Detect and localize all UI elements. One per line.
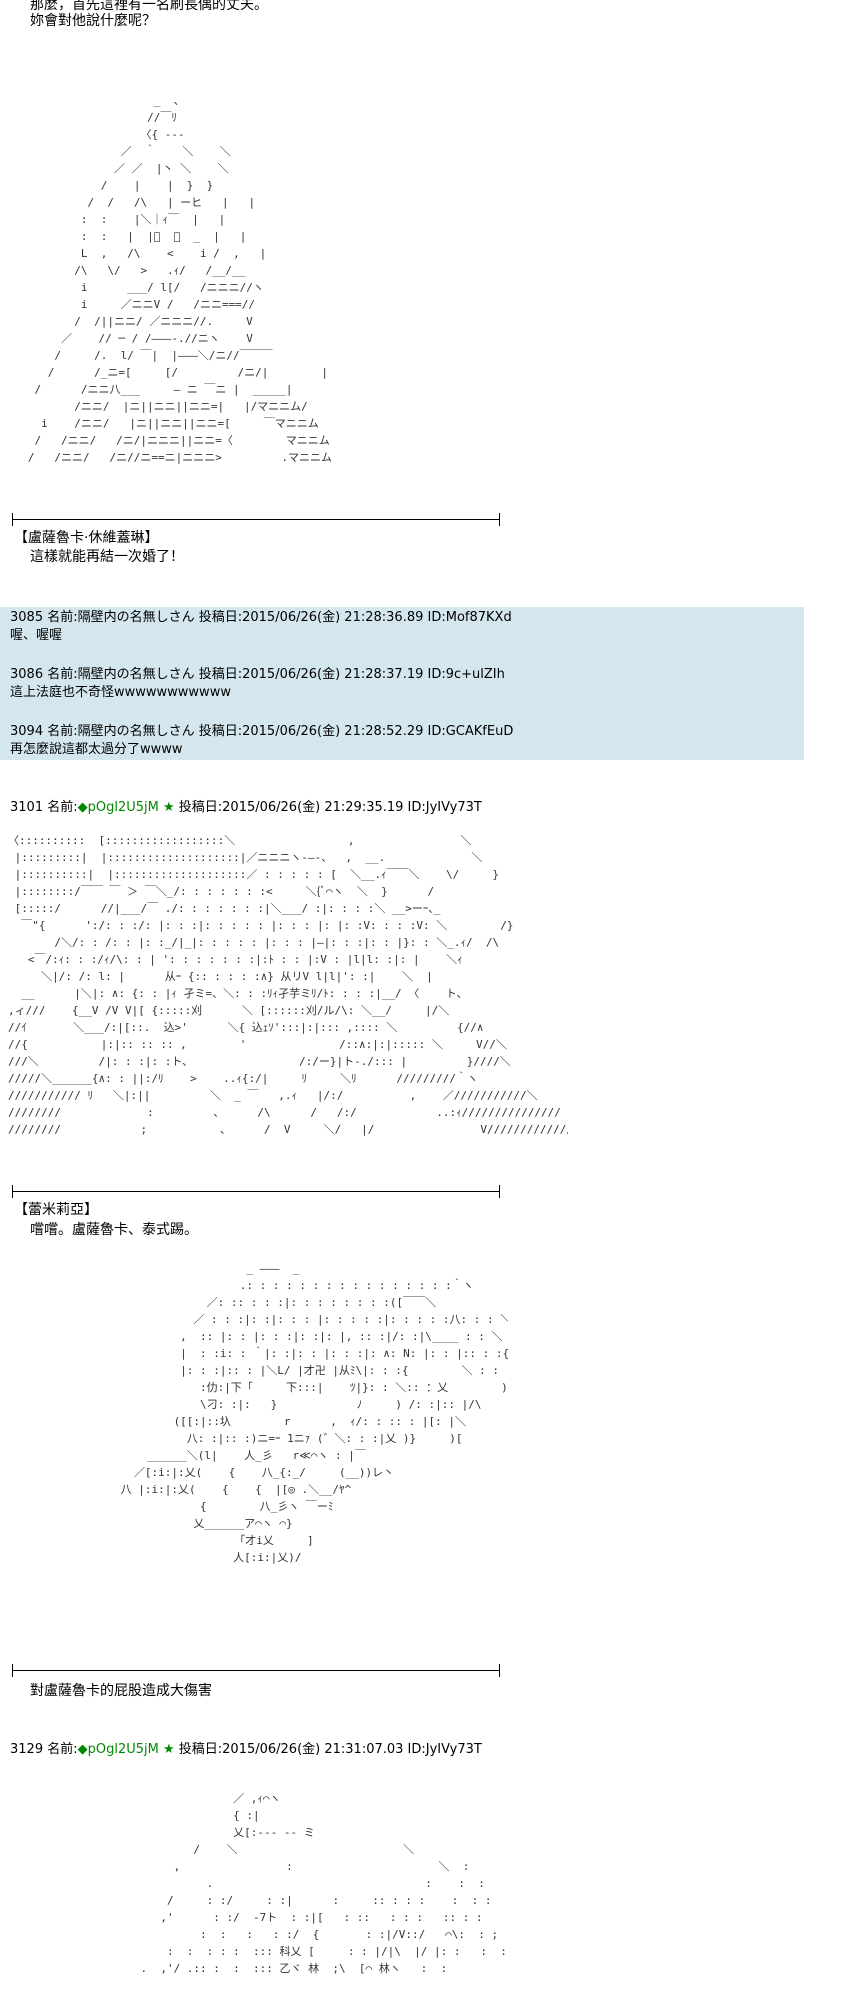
post-body-3094: 再怎麼說這都太過分了wwww [10, 742, 183, 757]
dialogue-line-2: 嚐嚐。盧薩魯卡、泰式踢。 [30, 1222, 198, 1238]
post-header-3101: 3101 名前:◆pOgl2U5jM ★ 投稿日:2015/06/26(金) 2… [10, 800, 482, 815]
divider-3 [12, 1664, 500, 1677]
post-header-3094: 3094 名前:隔壁内の名無しさん 投稿日:2015/06/26(金) 21:2… [10, 724, 514, 739]
ascii-art-bottom: ／ ,ｨ⌒ヽ { :| 乂[:--- -- ミ / ＼ ＼ , : [140, 1792, 507, 1975]
post-header-3085: 3085 名前:隔壁内の名無しさん 投稿日:2015/06/26(金) 21:2… [10, 610, 512, 625]
post-header-3129: 3129 名前:◆pOgl2U5jM ★ 投稿日:2015/06/26(金) 2… [10, 1742, 482, 1757]
post-body-3086: 這上法庭也不奇怪wwwwwwwwwww [10, 685, 231, 700]
dialogue-line-1: 這樣就能再結一次婚了！ [30, 549, 184, 565]
ascii-art-remilia: 〈:::::::::: [::::::::::::::::::＼ , ＼ |::… [8, 834, 568, 1136]
post-body-3085: 喔、喔喔 [10, 628, 63, 643]
speaker-name-2: 【蕾米莉亞】 [14, 1202, 98, 1218]
ascii-art-kick: _ ――― _ .: : : : : : : : : : : : : : : :… [120, 1262, 508, 1564]
divider-1 [12, 513, 500, 526]
speaker-name-1: 【盧薩魯卡·休維蓋琳】 [14, 530, 159, 546]
dialogue-line-3: 對盧薩魯卡的屁股造成大傷害 [30, 1683, 212, 1699]
tripcode: ◆pOgl2U5jM ★ [77, 1742, 175, 1757]
tripcode: ◆pOgl2U5jM ★ [77, 800, 175, 815]
divider-2 [12, 1185, 500, 1198]
post-header-3086: 3086 名前:隔壁内の名無しさん 投稿日:2015/06/26(金) 21:2… [10, 667, 505, 682]
ascii-art-rusaruka: _ 、 //￣ﾘ 〈{ --- ／ ｀ ＼ ＼ ／ ／ |丶 ＼ ＼ / | |… [27, 94, 333, 464]
reply-posts-panel [0, 607, 804, 760]
intro-line-2: 妳會對他說什麼呢？ [30, 13, 156, 29]
intro-line-1: 那麼，首先這裡有一名刷長偶的丈夫。 [30, 0, 268, 13]
